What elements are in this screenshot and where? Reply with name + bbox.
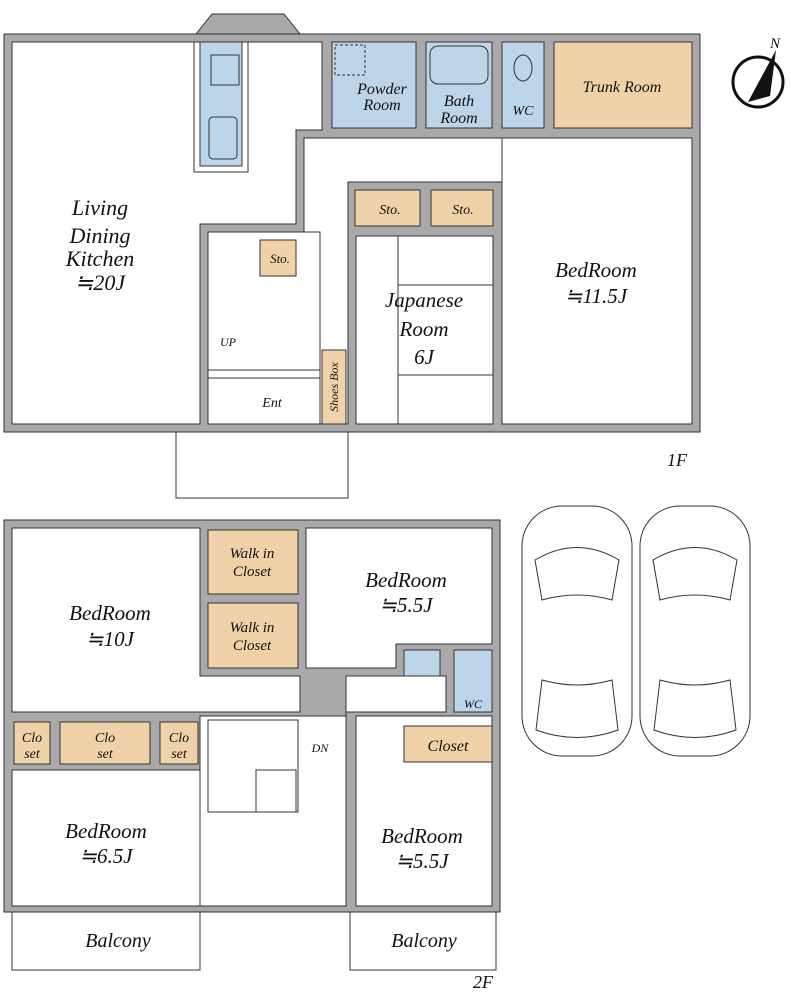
room-label: BedRoom xyxy=(381,824,463,848)
room-label: set xyxy=(24,747,41,762)
room-label: UP xyxy=(220,335,237,349)
labels-2f: BedRoom ≒10J Walk in Closet Walk in Clos… xyxy=(22,546,494,992)
room-label: Trunk Room xyxy=(583,79,662,96)
room-label: Walk in xyxy=(230,546,275,562)
floor-label-1f: 1F xyxy=(667,450,688,470)
room-label: DN xyxy=(311,741,330,755)
room-bedroom-11-5 xyxy=(501,137,693,425)
room-label: Room xyxy=(362,97,400,114)
bathtub-icon xyxy=(429,45,489,85)
washer-icon xyxy=(334,44,366,76)
kitchen-counter xyxy=(199,41,243,167)
compass-icon: N xyxy=(731,36,785,109)
room-label: BedRoom xyxy=(65,819,147,843)
room-japanese xyxy=(355,235,494,425)
room-label: set xyxy=(171,747,188,762)
shoes-box xyxy=(321,349,347,425)
room-powder xyxy=(331,41,417,129)
walk-in-closet-2 xyxy=(207,602,299,669)
room-label: ≒5.5J xyxy=(395,849,450,873)
room-label: Sto. xyxy=(452,203,473,218)
room-bedroom-5-5-top xyxy=(305,527,493,669)
room-wc-2f xyxy=(453,649,493,713)
room-label: Balcony xyxy=(85,930,151,952)
room-label: Japanese xyxy=(385,288,463,312)
room-label: Living xyxy=(71,195,128,220)
walk-in-closet-1 xyxy=(207,529,299,595)
room-label: ≒11.5J xyxy=(565,284,629,308)
room-label: 6J xyxy=(414,345,436,369)
room-label: BedRoom xyxy=(555,258,637,282)
room-bath xyxy=(425,41,493,129)
labels-1f: Living Dining Kitchen ≒20J Powder Room B… xyxy=(65,79,688,470)
room-label: Bath xyxy=(444,93,474,110)
room-label: Walk in xyxy=(230,620,275,636)
storage-2 xyxy=(430,189,494,227)
stairs-2f xyxy=(207,719,299,813)
room-label: BedRoom xyxy=(365,568,447,592)
parking-car-2 xyxy=(639,505,751,757)
room-label: Closet xyxy=(428,738,469,755)
room-label: Ent xyxy=(261,396,283,411)
room-label: Room xyxy=(439,110,477,127)
floor-label-2f: 2F xyxy=(473,972,494,992)
room-label: Closet xyxy=(233,638,272,654)
room-label: ≒10J xyxy=(86,627,136,651)
room-label: Kitchen xyxy=(65,246,134,271)
room-label: Sto. xyxy=(270,251,290,266)
room-label: Sto. xyxy=(379,203,400,218)
parking-car-1 xyxy=(521,505,633,757)
room-trunk xyxy=(553,41,693,129)
room-label: Dining xyxy=(68,223,130,248)
room-label: ≒20J xyxy=(75,270,126,295)
bay-window xyxy=(194,13,302,35)
room-wc-1f xyxy=(501,41,545,129)
sink-icon xyxy=(208,116,238,160)
room-label: ≒6.5J xyxy=(79,844,134,868)
closet-3 xyxy=(159,721,199,765)
room-bedroom-6-5 xyxy=(11,769,201,907)
room-label: ≒5.5J xyxy=(379,593,434,617)
balcony-2 xyxy=(349,912,497,971)
balcony-1 xyxy=(11,912,201,971)
closet-2 xyxy=(59,721,151,765)
room-label: Shoes Box xyxy=(327,362,341,412)
room-label: Room xyxy=(399,317,449,341)
room-label: WC xyxy=(464,697,483,711)
room-label: set xyxy=(97,747,114,762)
floor-1 xyxy=(3,13,701,499)
room-label: WC xyxy=(513,104,535,119)
room-label: Closet xyxy=(233,564,272,580)
closet-1 xyxy=(13,721,51,765)
room-label: Clo xyxy=(22,731,42,746)
room-label: Powder xyxy=(356,81,408,98)
storage-1 xyxy=(354,189,421,227)
room-bedroom-10 xyxy=(11,527,301,713)
room-label: Clo xyxy=(169,731,189,746)
stove-icon xyxy=(210,54,240,86)
room-label: Balcony xyxy=(391,930,457,952)
porch xyxy=(175,432,349,499)
room-label: BedRoom xyxy=(69,601,151,625)
toilet-icon xyxy=(513,54,533,82)
floor-2 xyxy=(3,519,501,971)
room-label: Clo xyxy=(95,731,115,746)
closet-4 xyxy=(403,725,493,763)
room-label: N xyxy=(769,36,781,52)
storage-under-stairs xyxy=(259,239,297,277)
